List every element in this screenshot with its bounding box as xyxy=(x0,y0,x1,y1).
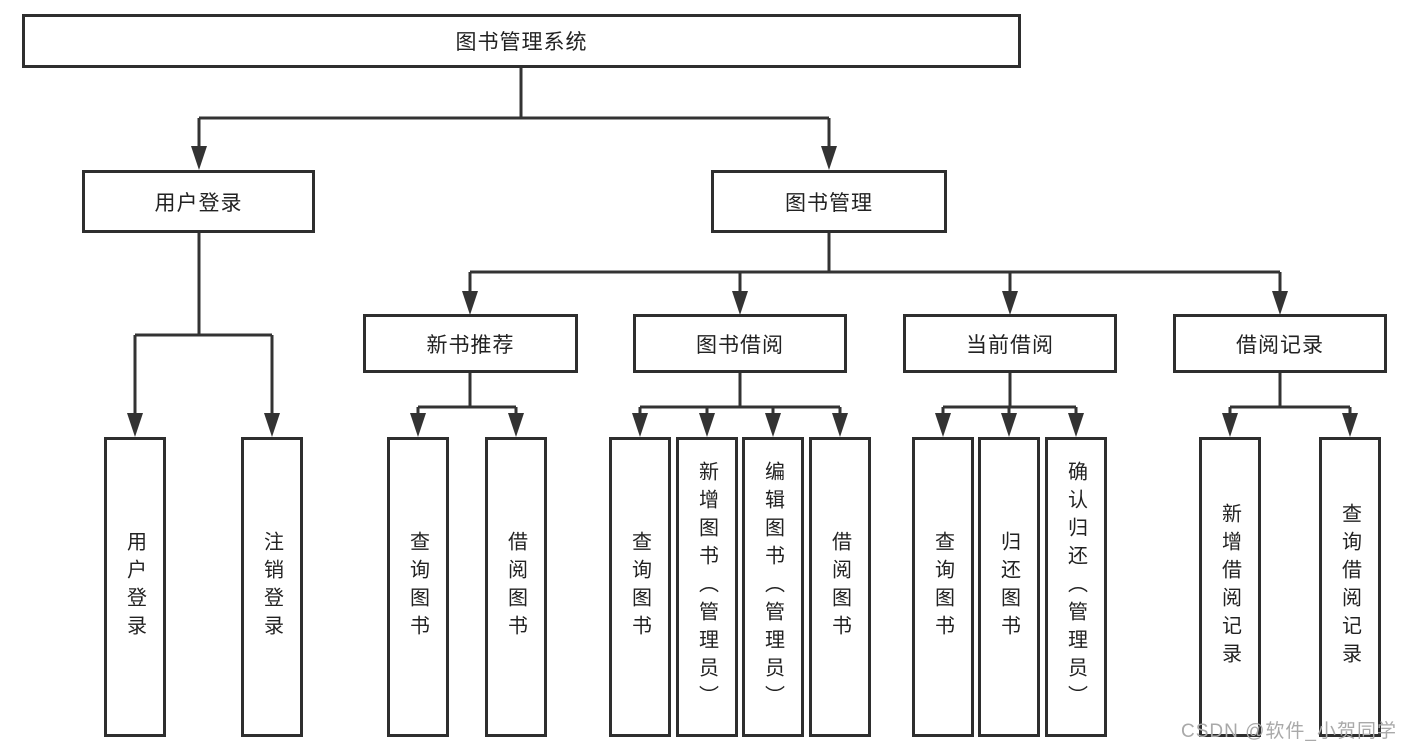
node-leaf-query-borrow-record: 查询借阅记录 xyxy=(1319,437,1381,737)
node-label: 新书推荐 xyxy=(426,333,515,357)
node-new-book-recommendation: 新书推荐 xyxy=(363,314,578,373)
node-leaf-borrow-books: 借阅图书 xyxy=(809,437,871,737)
node-label: 借阅记录 xyxy=(1236,333,1324,357)
node-borrowing-records: 借阅记录 xyxy=(1173,314,1387,373)
node-label: 借阅图书 xyxy=(828,531,851,643)
node-label: 查询图书 xyxy=(628,531,651,643)
node-leaf-logout: 注销登录 xyxy=(241,437,303,737)
node-label: 借阅图书 xyxy=(504,531,527,643)
node-leaf-add-books-admin: 新增图书（管理员） xyxy=(676,437,738,737)
node-leaf-add-borrow-record: 新增借阅记录 xyxy=(1199,437,1261,737)
node-label: 新增借阅记录 xyxy=(1218,503,1241,671)
node-leaf-user-login: 用户登录 xyxy=(104,437,166,737)
node-leaf-return-books: 归还图书 xyxy=(978,437,1040,737)
node-label: 编辑图书（管理员） xyxy=(761,461,784,713)
node-leaf-query-books-borrow: 查询图书 xyxy=(609,437,671,737)
node-leaf-borrow-books-recommend: 借阅图书 xyxy=(485,437,547,737)
connector-paths xyxy=(133,68,1352,414)
node-label: 查询图书 xyxy=(931,531,954,643)
csdn-watermark: CSDN @软件_小贺同学 xyxy=(1181,721,1397,742)
node-label: 用户登录 xyxy=(154,191,243,215)
node-label: 图书管理 xyxy=(785,191,873,215)
node-label: 查询借阅记录 xyxy=(1338,503,1361,671)
node-user-login-branch: 用户登录 xyxy=(82,170,315,233)
node-leaf-edit-books-admin: 编辑图书（管理员） xyxy=(742,437,804,737)
node-leaf-confirm-return-admin: 确认归还（管理员） xyxy=(1045,437,1107,737)
node-label: 注销登录 xyxy=(260,531,283,643)
node-label: 确认归还（管理员） xyxy=(1064,461,1087,713)
node-label: 查询图书 xyxy=(406,531,429,643)
node-library-management-system: 图书管理系统 xyxy=(22,14,1021,68)
node-leaf-query-books-current: 查询图书 xyxy=(912,437,974,737)
node-label: 归还图书 xyxy=(997,531,1020,643)
node-book-borrowing: 图书借阅 xyxy=(633,314,847,373)
node-label: 当前借阅 xyxy=(966,333,1054,357)
node-leaf-query-books-recommend: 查询图书 xyxy=(387,437,449,737)
node-label: 图书借阅 xyxy=(696,333,784,357)
node-label: 新增图书（管理员） xyxy=(695,461,718,713)
node-label: 图书管理系统 xyxy=(455,31,588,54)
node-book-management-branch: 图书管理 xyxy=(711,170,947,233)
node-label: 用户登录 xyxy=(123,531,146,643)
arrowheads xyxy=(127,146,1358,437)
node-current-borrowing: 当前借阅 xyxy=(903,314,1117,373)
